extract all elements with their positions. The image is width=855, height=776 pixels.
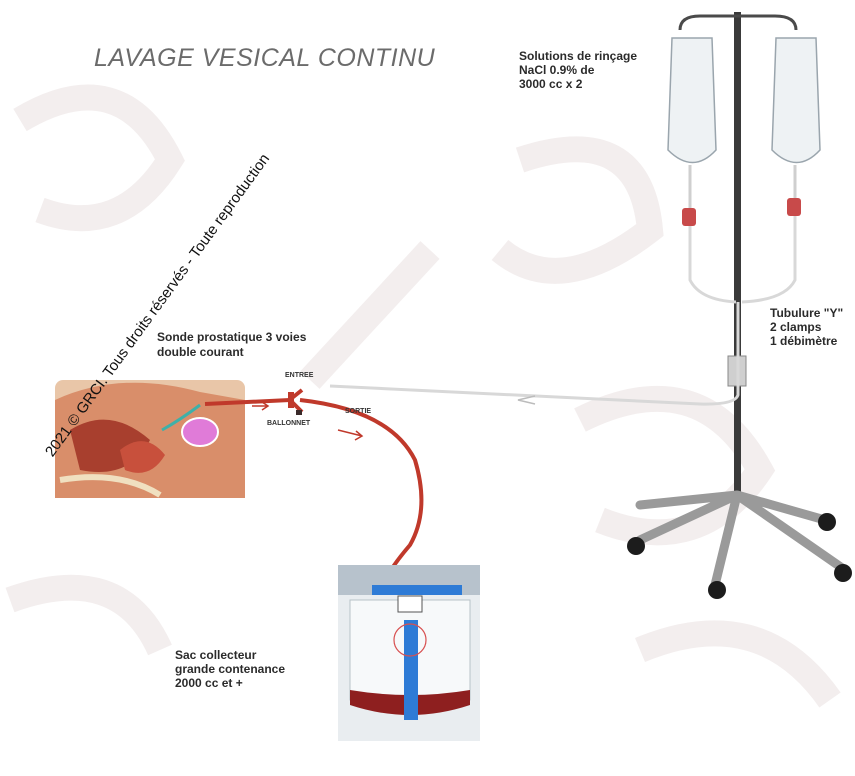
tubulure-label-2: 2 clamps [770, 320, 821, 334]
flow-arrow-out [338, 430, 362, 440]
sac-label-2: grande contenance [175, 662, 285, 676]
solutions-label-3: 3000 cc x 2 [519, 77, 582, 91]
sortie-label: SORTIE [345, 408, 371, 415]
entree-label: ENTREE [285, 372, 313, 379]
sac-label-3: 2000 cc et + [175, 676, 243, 690]
y-tubing [330, 216, 795, 404]
ballonnet-label: BALLONNET [267, 420, 310, 427]
tubulure-label-3: 1 débimètre [770, 334, 837, 348]
saline-bags [668, 38, 820, 226]
tubulure-label-1: Tubulure "Y" [770, 306, 843, 320]
collection-bag-photo [338, 565, 480, 741]
solutions-label-1: Solutions de rinçage [519, 49, 637, 63]
balloon-port [296, 410, 302, 415]
sonde-label-2: double courant [157, 345, 244, 359]
y-connector [288, 392, 294, 408]
solutions-label-2: NaCl 0.9% de [519, 63, 594, 77]
sonde-label-1: Sonde prostatique 3 voies [157, 330, 306, 344]
flow-arrow-inflow [518, 396, 535, 404]
sac-label-1: Sac collecteur [175, 648, 256, 662]
